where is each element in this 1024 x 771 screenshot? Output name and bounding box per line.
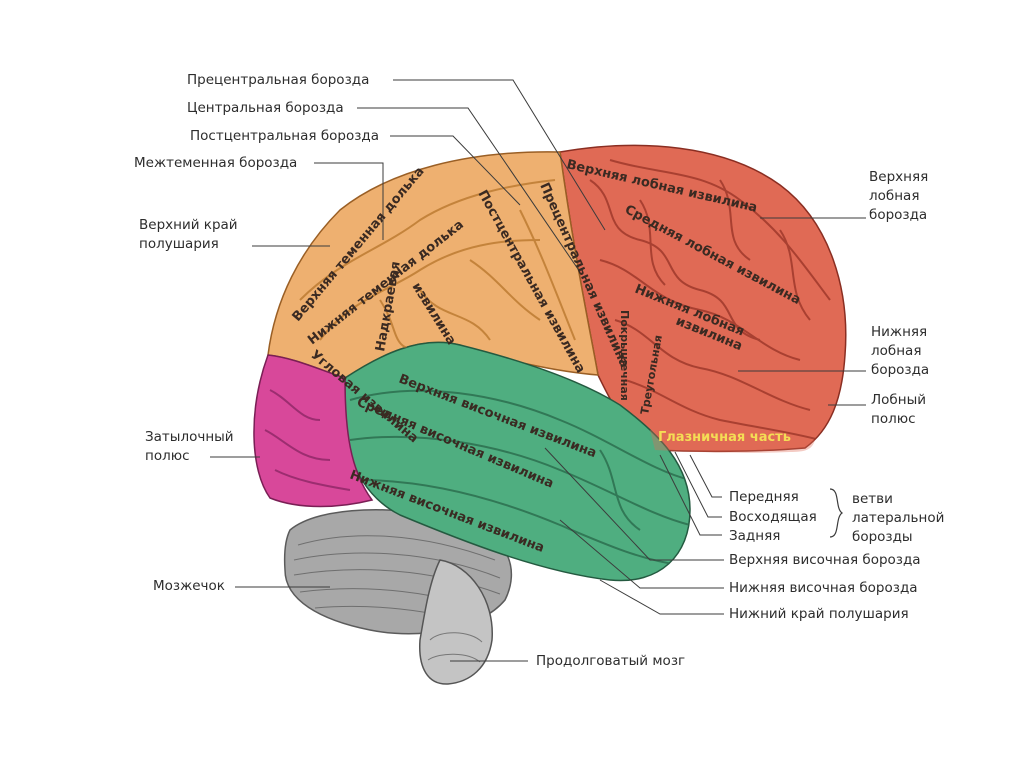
- label-branches-l1: ветви: [852, 490, 893, 508]
- label-inferior-frontal-sulcus-l1: Нижняя: [871, 323, 927, 341]
- label-superior-frontal-sulcus-l2: лобная: [869, 187, 919, 205]
- label-intraparietal-sulcus: Межтеменная борозда: [134, 154, 297, 172]
- label-medulla: Продолговатый мозг: [536, 652, 685, 670]
- label-superior-margin-l2: полушария: [139, 235, 219, 253]
- label-cerebellum: Мозжечок: [153, 577, 225, 595]
- label-occipital-pole-l1: Затылочный: [145, 428, 234, 446]
- leader-inferior-margin: [600, 580, 724, 614]
- label-opercular-part: Покрышечная: [618, 310, 631, 401]
- label-frontal-pole-l1: Лобный: [871, 391, 926, 409]
- label-branch-posterior: Задняя: [729, 527, 780, 545]
- label-superior-margin-l1: Верхний край: [139, 216, 238, 234]
- label-frontal-pole-l2: полюс: [871, 410, 916, 428]
- label-inferior-margin: Нижний край полушария: [729, 605, 909, 623]
- label-branch-ascending: Восходящая: [729, 508, 817, 526]
- label-precentral-sulcus: Прецентральная борозда: [187, 71, 369, 89]
- label-inferior-frontal-sulcus-l3: борозда: [871, 361, 929, 379]
- label-superior-temporal-sulcus: Верхняя височная борозда: [729, 551, 921, 569]
- label-postcentral-sulcus: Постцентральная борозда: [190, 127, 379, 145]
- label-branches-l3: борозды: [852, 528, 913, 546]
- label-superior-frontal-sulcus-l3: борозда: [869, 206, 927, 224]
- label-orbital-part: Глазничная часть: [658, 430, 791, 445]
- label-branches-l2: латеральной: [852, 509, 944, 527]
- branches-bracket: [830, 489, 842, 537]
- label-central-sulcus: Центральная борозда: [187, 99, 344, 117]
- label-inferior-frontal-sulcus-l2: лобная: [871, 342, 921, 360]
- label-occipital-pole-l2: полюс: [145, 447, 190, 465]
- label-branch-anterior: Передняя: [729, 488, 799, 506]
- label-superior-frontal-sulcus-l1: Верхняя: [869, 168, 928, 186]
- label-inferior-temporal-sulcus: Нижняя височная борозда: [729, 579, 918, 597]
